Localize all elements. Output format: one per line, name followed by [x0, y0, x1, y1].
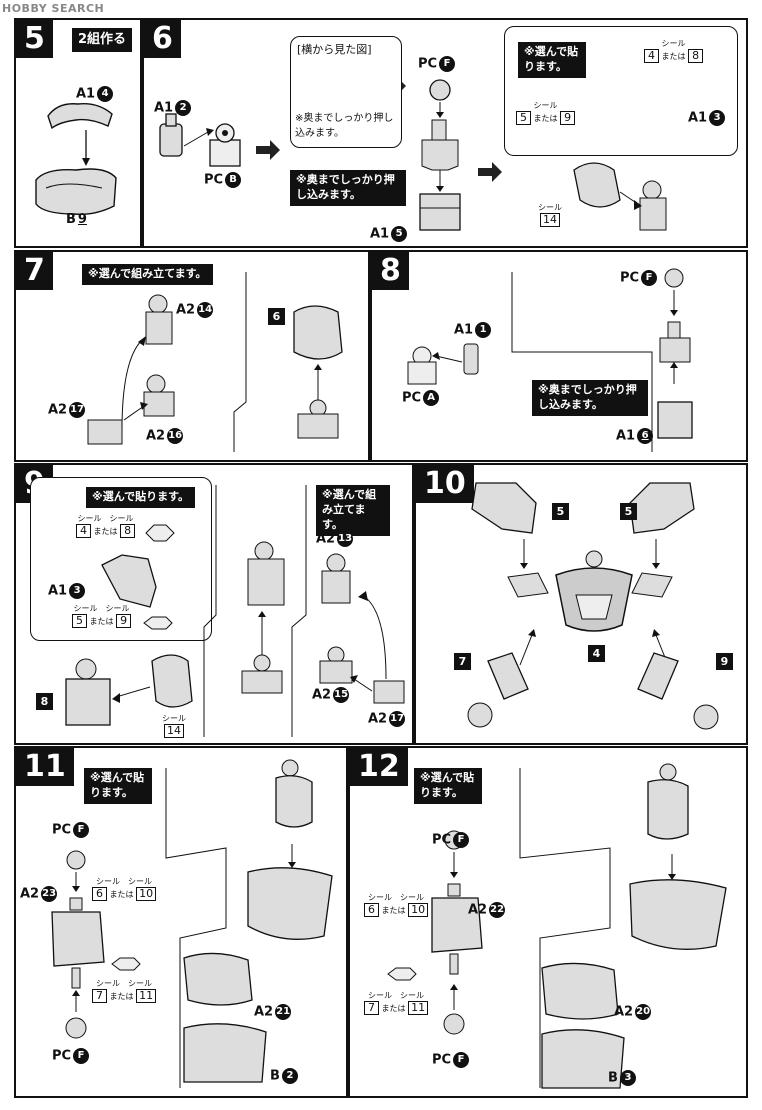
- step-number: 8: [372, 252, 409, 290]
- step-number: 6: [144, 20, 181, 58]
- step-number: 10: [416, 465, 474, 503]
- step-5-illustration: [35, 103, 117, 216]
- step-7-illustration: [87, 272, 343, 452]
- step-11-illustration: [51, 759, 333, 1088]
- step-title: 2組作る: [72, 28, 133, 52]
- step-number: 11: [16, 748, 74, 786]
- ref-step-badge: 7: [454, 653, 471, 670]
- ref-step-badge: 6: [268, 308, 285, 325]
- step-10-illustration: [467, 482, 719, 730]
- side-view-label: [横から見た図]: [297, 43, 372, 56]
- select-assemble-callout: ※選んで組み立てます。: [316, 485, 390, 536]
- step-number: 5: [16, 20, 53, 58]
- select-callout: ※選んで貼ります。: [84, 768, 152, 804]
- step-9-illustration: [65, 485, 405, 737]
- side-view-callout: [横から見た図] ※奥までしっかり押し込みます。: [290, 36, 402, 148]
- select-callout: ※選んで貼ります。: [86, 487, 196, 508]
- step-number: 7: [16, 252, 53, 290]
- ref-step-badge: 8: [36, 693, 53, 710]
- ref-step-badge: 9: [716, 653, 733, 670]
- ref-step-badge: 5: [552, 503, 569, 520]
- ref-step-badge: 5: [620, 503, 637, 520]
- push-note: ※奥までしっかり押し込みます。: [295, 113, 394, 139]
- ref-step-badge: 4: [588, 645, 605, 662]
- select-callout: ※選んで貼ります。: [414, 768, 482, 804]
- select-callout: ※選んで貼ります。: [518, 42, 586, 78]
- step-number: 12: [350, 748, 408, 786]
- step-12-illustration: [387, 763, 727, 1089]
- push-callout: ※奥までしっかり押し込みます。: [290, 170, 406, 206]
- step-8-illustration: [407, 268, 693, 452]
- watermark: HOBBY SEARCH: [2, 2, 105, 15]
- push-callout: ※奥までしっかり押し込みます。: [532, 380, 648, 416]
- select-assemble-callout: ※選んで組み立てます。: [82, 264, 213, 285]
- step-10-panel: 10 5 5 4 7 9: [414, 463, 748, 745]
